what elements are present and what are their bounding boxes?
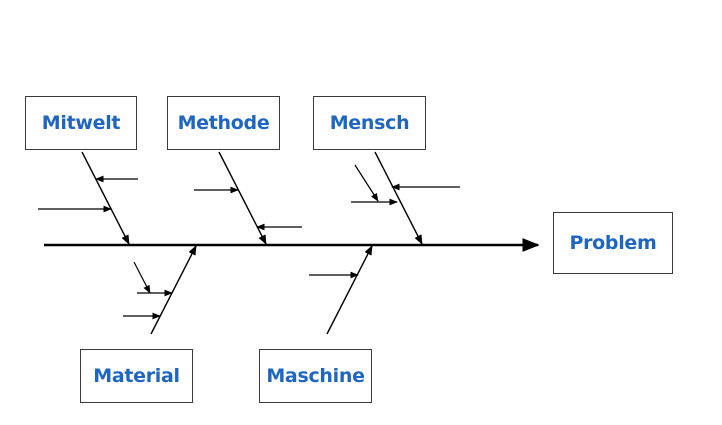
effect-box-problem: Problem [553, 212, 673, 274]
cause-label-mensch: Mensch [329, 112, 410, 134]
cause-box-mitwelt: Mitwelt [25, 96, 137, 150]
effect-label: Problem [569, 232, 657, 254]
bone-methode [218, 151, 267, 245]
bone-material [150, 245, 197, 335]
bone-maschine [326, 245, 373, 335]
cause-box-material: Material [80, 349, 193, 403]
cause-label-material: Material [93, 365, 180, 387]
cause-box-mensch: Mensch [313, 96, 426, 150]
cause-label-maschine: Maschine [266, 365, 365, 387]
cause-box-maschine: Maschine [259, 349, 372, 403]
bone-mensch [374, 151, 423, 245]
cause-label-mitwelt: Mitwelt [41, 112, 121, 134]
bone-mitwelt [81, 151, 130, 245]
cause-label-methode: Methode [177, 112, 270, 134]
cause-box-methode: Methode [167, 96, 280, 150]
